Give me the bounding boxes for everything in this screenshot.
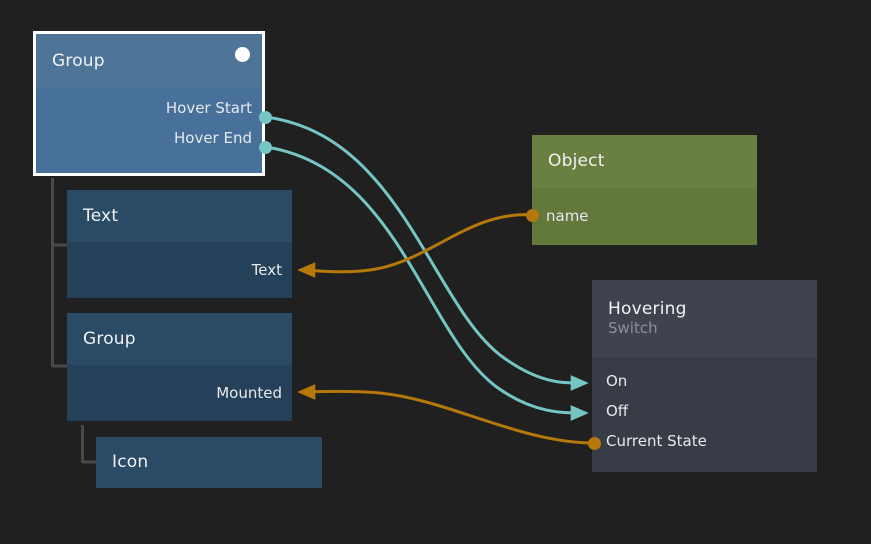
node-header[interactable]: Icon bbox=[96, 437, 322, 488]
input-port-on[interactable]: On bbox=[592, 370, 627, 392]
output-port-hover-start[interactable]: Hover Start bbox=[166, 97, 262, 119]
port-label: Text bbox=[251, 261, 282, 279]
port-label: name bbox=[546, 207, 589, 225]
node-title: Hovering bbox=[608, 299, 687, 320]
node-icon[interactable]: Icon bbox=[96, 437, 322, 488]
node-body: On Off Current State bbox=[592, 357, 817, 472]
output-port-mounted[interactable]: Mounted bbox=[216, 382, 292, 404]
port-label: Hover Start bbox=[165, 99, 252, 117]
node-body: Hover Start Hover End bbox=[36, 89, 262, 173]
title-block: Group bbox=[83, 328, 292, 349]
node-title: Text bbox=[83, 205, 119, 226]
port-label: On bbox=[606, 372, 628, 390]
port-dot-current-state[interactable] bbox=[588, 437, 601, 450]
port-label: Hover End bbox=[173, 129, 252, 147]
status-dot-icon[interactable] bbox=[235, 47, 250, 62]
node-header[interactable]: Object bbox=[532, 135, 757, 188]
input-port-name[interactable]: name bbox=[532, 205, 589, 227]
node-group-child[interactable]: Group Mounted bbox=[67, 313, 292, 421]
title-block: Hovering Switch bbox=[608, 300, 817, 337]
title-block: Icon bbox=[112, 453, 322, 472]
node-body: Mounted bbox=[67, 365, 292, 421]
input-port-off[interactable]: Off bbox=[592, 400, 628, 422]
node-header[interactable]: Group bbox=[67, 313, 292, 365]
port-dot-hover-end[interactable] bbox=[259, 141, 272, 154]
node-body: name bbox=[532, 188, 757, 245]
node-title: Group bbox=[83, 328, 136, 349]
node-title: Icon bbox=[112, 452, 149, 473]
node-header[interactable]: Group bbox=[36, 34, 262, 89]
input-port-current-state[interactable]: Current State bbox=[592, 430, 707, 452]
node-subtitle: Switch bbox=[608, 318, 658, 337]
edge-name-to-text bbox=[297, 213, 534, 278]
node-title: Object bbox=[548, 151, 605, 172]
node-header[interactable]: Hovering Switch bbox=[592, 280, 817, 357]
title-block: Group bbox=[52, 52, 262, 71]
port-label: Current State bbox=[606, 432, 707, 450]
node-body: Text bbox=[67, 242, 292, 298]
port-dot-hover-start[interactable] bbox=[259, 111, 272, 124]
output-port-text[interactable]: Text bbox=[252, 259, 292, 281]
port-label: Off bbox=[606, 402, 629, 420]
node-title: Group bbox=[52, 51, 105, 72]
title-block: Object bbox=[548, 152, 757, 171]
node-object[interactable]: Object name bbox=[532, 135, 757, 245]
output-port-hover-end[interactable]: Hover End bbox=[174, 127, 262, 149]
port-label: Mounted bbox=[216, 384, 282, 402]
title-block: Text bbox=[83, 205, 292, 226]
node-text[interactable]: Text Text bbox=[67, 190, 292, 298]
node-group-root[interactable]: Group Hover Start Hover End bbox=[33, 31, 265, 176]
node-hovering-switch[interactable]: Hovering Switch On Off Current State bbox=[592, 280, 817, 472]
port-dot-name[interactable] bbox=[526, 209, 539, 222]
edge-current-state-to-mounted bbox=[297, 384, 595, 445]
node-header[interactable]: Text bbox=[67, 190, 292, 242]
